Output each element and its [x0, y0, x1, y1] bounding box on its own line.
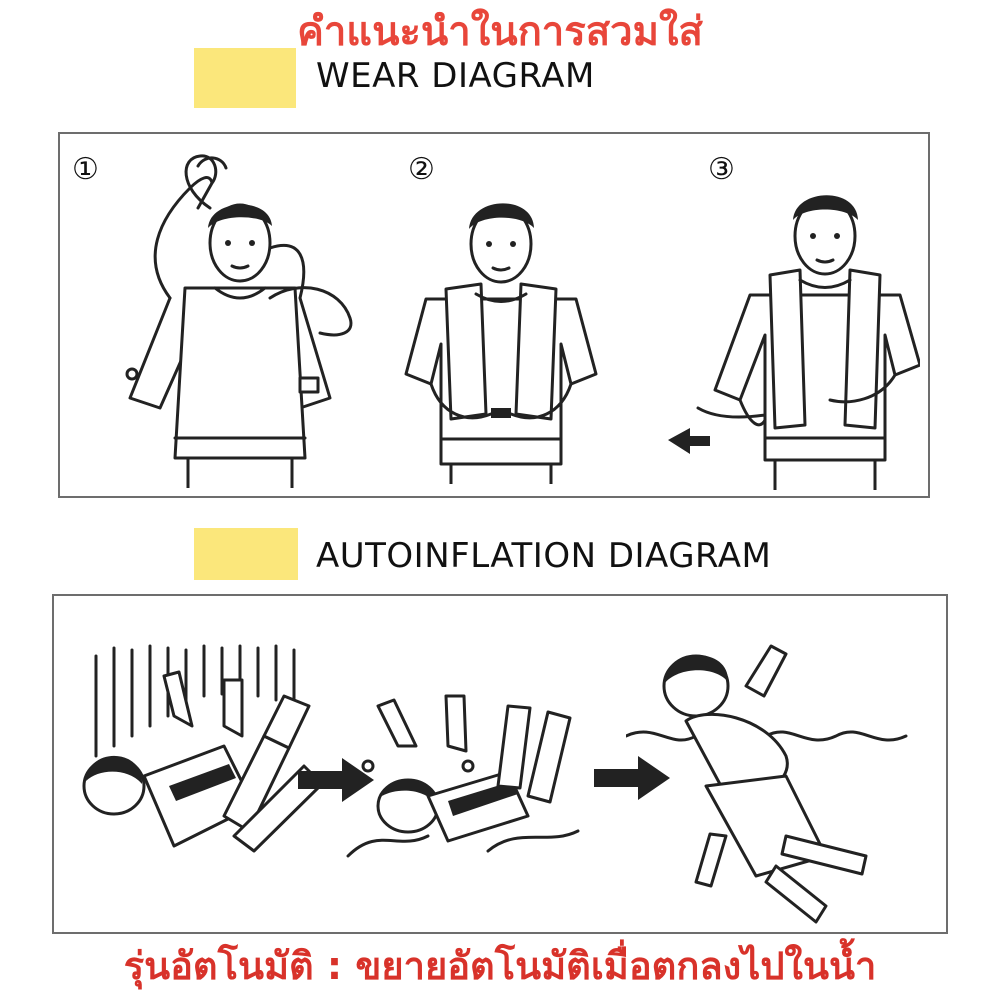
- arrow-right-icon: [594, 756, 670, 800]
- autoinflation-section-swatch: [194, 528, 298, 580]
- autoinflation-section-label: AUTOINFLATION DIAGRAM: [316, 536, 772, 576]
- autoinflation-diagram-panel: [52, 594, 948, 934]
- step-number-3: ③: [708, 152, 735, 187]
- person-entering-water-icon: [346, 694, 580, 858]
- page-title: คำแนะนำในการสวมใส่: [297, 9, 703, 55]
- wear-diagram-panel: ① ② ③: [58, 132, 930, 498]
- person-buckling-vest-icon: [404, 203, 598, 484]
- wear-section-swatch: [194, 48, 296, 108]
- footer-caption: รุ่นอัตโนมัติ : ขยายอัตโนมัติเมื่อตกลงไป…: [123, 944, 877, 988]
- person-falling-icon: [82, 644, 324, 853]
- arrow-right-icon: [298, 758, 374, 802]
- person-pulling-cord-icon: [668, 195, 920, 490]
- step-number-1: ①: [72, 152, 99, 187]
- wear-section-label: WEAR DIAGRAM: [316, 56, 595, 96]
- person-putting-on-vest-icon: [125, 154, 353, 488]
- person-floating-inflated-vest-icon: [626, 644, 908, 924]
- step-number-2: ②: [408, 152, 435, 187]
